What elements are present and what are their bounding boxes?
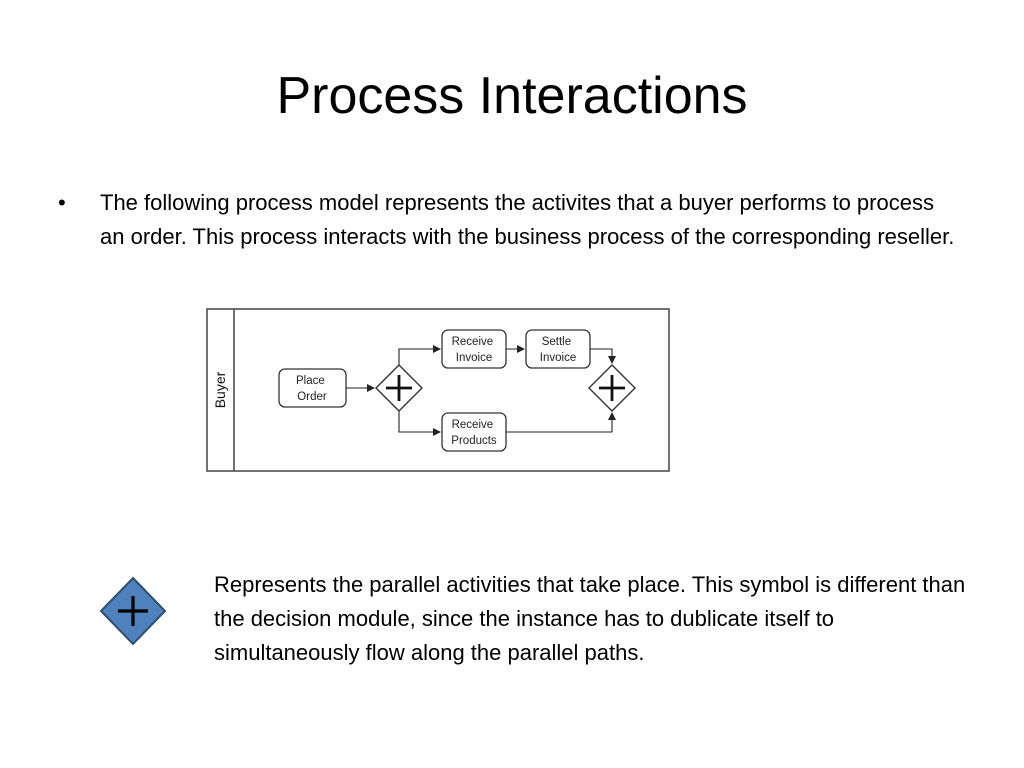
sequence-flows xyxy=(346,345,616,436)
bullet-dot: • xyxy=(58,190,66,215)
task-receive-products-line2: Products xyxy=(451,435,497,447)
task-receive-products-line1: Receive xyxy=(452,419,494,431)
parallel-gateway-icon xyxy=(99,576,167,646)
bullet-item: • The following process model represents… xyxy=(58,186,958,254)
task-place-order-line1: Place xyxy=(296,375,325,387)
bullet-list: • The following process model represents… xyxy=(58,186,958,254)
legend-description: Represents the parallel activities that … xyxy=(214,572,966,665)
task-settle-invoice-line1: Settle xyxy=(542,336,571,348)
task-place-order-line2: Order xyxy=(297,391,327,403)
task-receive-invoice-line2: Invoice xyxy=(456,352,492,364)
svg-text:Receive Products: Receive Products xyxy=(451,419,497,447)
svg-text:Place Order: Place Order xyxy=(296,375,328,403)
slide-title: Process Interactions xyxy=(276,67,748,125)
svg-text:Settle Invoice: Settle Invoice xyxy=(540,336,576,364)
bullet-text: The following process model represents t… xyxy=(100,190,955,249)
lane-label: Buyer xyxy=(212,371,228,408)
task-settle-invoice-line2: Invoice xyxy=(540,352,576,364)
task-receive-invoice-line1: Receive xyxy=(452,336,494,348)
svg-text:Receive Invoice: Receive Invoice xyxy=(452,336,497,364)
process-diagram: Buyer Place Order Receive Invoice Settle… xyxy=(206,308,670,472)
